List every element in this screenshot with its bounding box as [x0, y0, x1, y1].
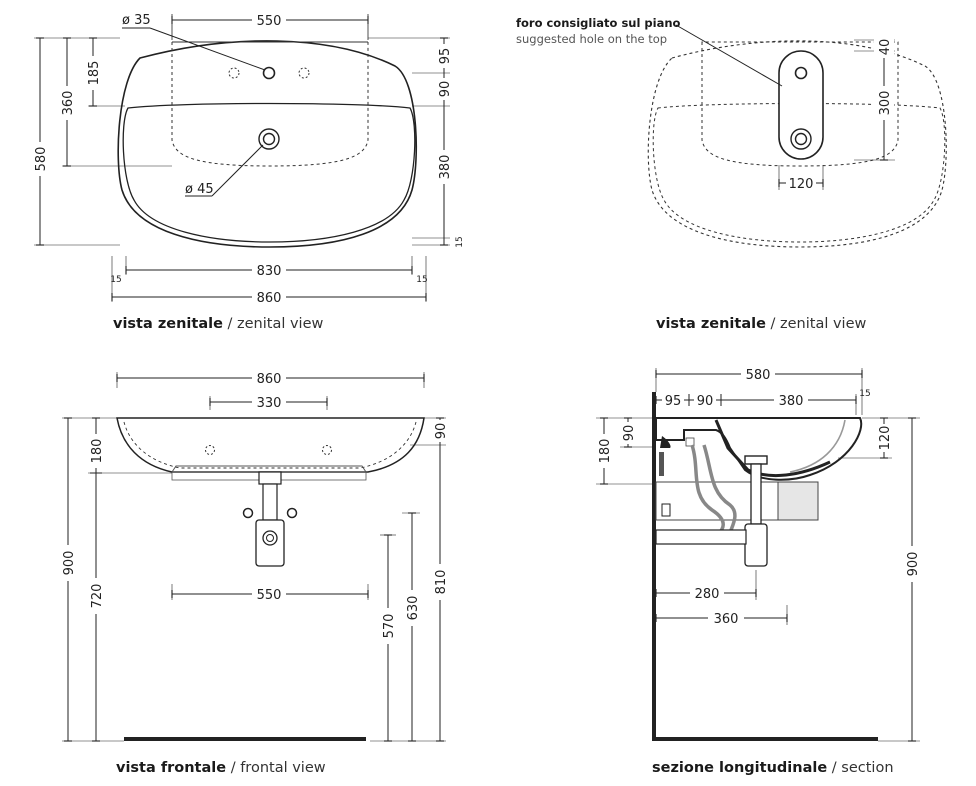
floor-line	[652, 737, 878, 741]
caption-en: section	[841, 760, 894, 776]
note-it: foro consigliato sul piano	[516, 16, 681, 30]
valve-right-icon	[286, 507, 298, 519]
deck-hidden-line	[171, 42, 369, 167]
caption-frontal: vista frontale / frontal view	[116, 760, 326, 776]
dim-120: 120	[878, 426, 893, 451]
dim-360: 360	[714, 612, 739, 627]
tap-hole	[262, 66, 276, 80]
caption-en: zenital view	[780, 316, 867, 332]
dim-380: 380	[779, 394, 804, 409]
valve-left-icon	[242, 507, 254, 519]
caption-sep: /	[226, 760, 241, 776]
dim-900: 900	[62, 551, 77, 576]
caption-sep: /	[827, 760, 842, 776]
siphon-icon	[255, 519, 285, 567]
dim-90: 90	[697, 394, 714, 409]
basin-front	[116, 417, 425, 473]
dim-300: 300	[878, 91, 893, 116]
note-en: suggested hole on the top	[516, 32, 668, 46]
caption-en: frontal view	[240, 760, 326, 776]
caption-section: sezione longitudinale / section	[652, 760, 894, 776]
drain-icon	[258, 128, 280, 150]
dim-380: 380	[438, 155, 453, 180]
dim-185: 185	[87, 61, 102, 86]
dim-860: 860	[257, 291, 282, 306]
drain-icon	[790, 128, 812, 150]
dim-900: 900	[906, 552, 921, 577]
dim-330: 330	[257, 396, 282, 411]
basin-outline-dashed	[647, 40, 947, 248]
basin-section	[655, 417, 863, 481]
caption-it: vista zenitale	[656, 316, 766, 332]
basin-bowl	[122, 102, 416, 243]
dim-15-rightbottom: 15	[416, 275, 427, 285]
caption-zenital-right: vista zenitale / zenital view	[656, 316, 866, 332]
caption-en: zenital view	[237, 316, 324, 332]
dim-90-left: 90	[622, 425, 637, 442]
zenital-view-right: 40 300 120	[647, 24, 947, 248]
dim-180: 180	[598, 439, 613, 464]
frontal-view: 860 330 900 180 720 550 570 630	[58, 370, 450, 742]
caption-it: sezione longitudinale	[652, 760, 828, 776]
dim-15: 15	[859, 389, 870, 399]
dim-90: 90	[434, 423, 449, 440]
caption-it: vista zenitale	[113, 316, 223, 332]
tap-hole-option-right	[298, 67, 310, 79]
dim-580: 580	[746, 368, 771, 383]
dim-120: 120	[789, 177, 814, 192]
dim-720: 720	[90, 584, 105, 609]
dim-580: 580	[34, 147, 49, 172]
section-view: 580 95 90 380 15 180 90 120 900	[594, 366, 922, 742]
dim-630: 630	[406, 596, 421, 621]
dim-860: 860	[257, 372, 282, 387]
dim-360: 360	[61, 91, 76, 116]
dim-40: 40	[878, 39, 893, 56]
zenital-view-left: 550 ø 35 ø 45 580 360 185 95 90 380	[30, 12, 465, 306]
dim-hole-35: ø 35	[122, 13, 151, 28]
dim-280: 280	[695, 587, 720, 602]
dim-15-left: 15	[110, 275, 121, 285]
floor-line	[124, 737, 366, 741]
suggested-hole-note: foro consigliato sul piano suggested hol…	[516, 16, 680, 46]
caption-it: vista frontale	[116, 760, 227, 776]
wall-line	[652, 392, 656, 741]
tap-hole-option-left	[228, 67, 240, 79]
dim-550: 550	[257, 588, 282, 603]
caption-sep: /	[222, 316, 238, 332]
dim-570: 570	[382, 614, 397, 639]
dim-550: 550	[257, 14, 282, 29]
dim-15-right: 15	[455, 236, 465, 247]
dim-810: 810	[434, 570, 449, 595]
siphon-icon	[744, 523, 768, 567]
dim-95: 95	[665, 394, 682, 409]
caption-zenital-left: vista zenitale / zenital view	[113, 316, 323, 332]
caption-sep: /	[765, 316, 781, 332]
dim-830: 830	[257, 264, 282, 279]
dim-90: 90	[438, 81, 453, 98]
suggested-hole-slot	[778, 50, 824, 160]
dim-drain-45: ø 45	[185, 182, 214, 197]
dim-180: 180	[90, 439, 105, 464]
dim-95: 95	[438, 48, 453, 65]
